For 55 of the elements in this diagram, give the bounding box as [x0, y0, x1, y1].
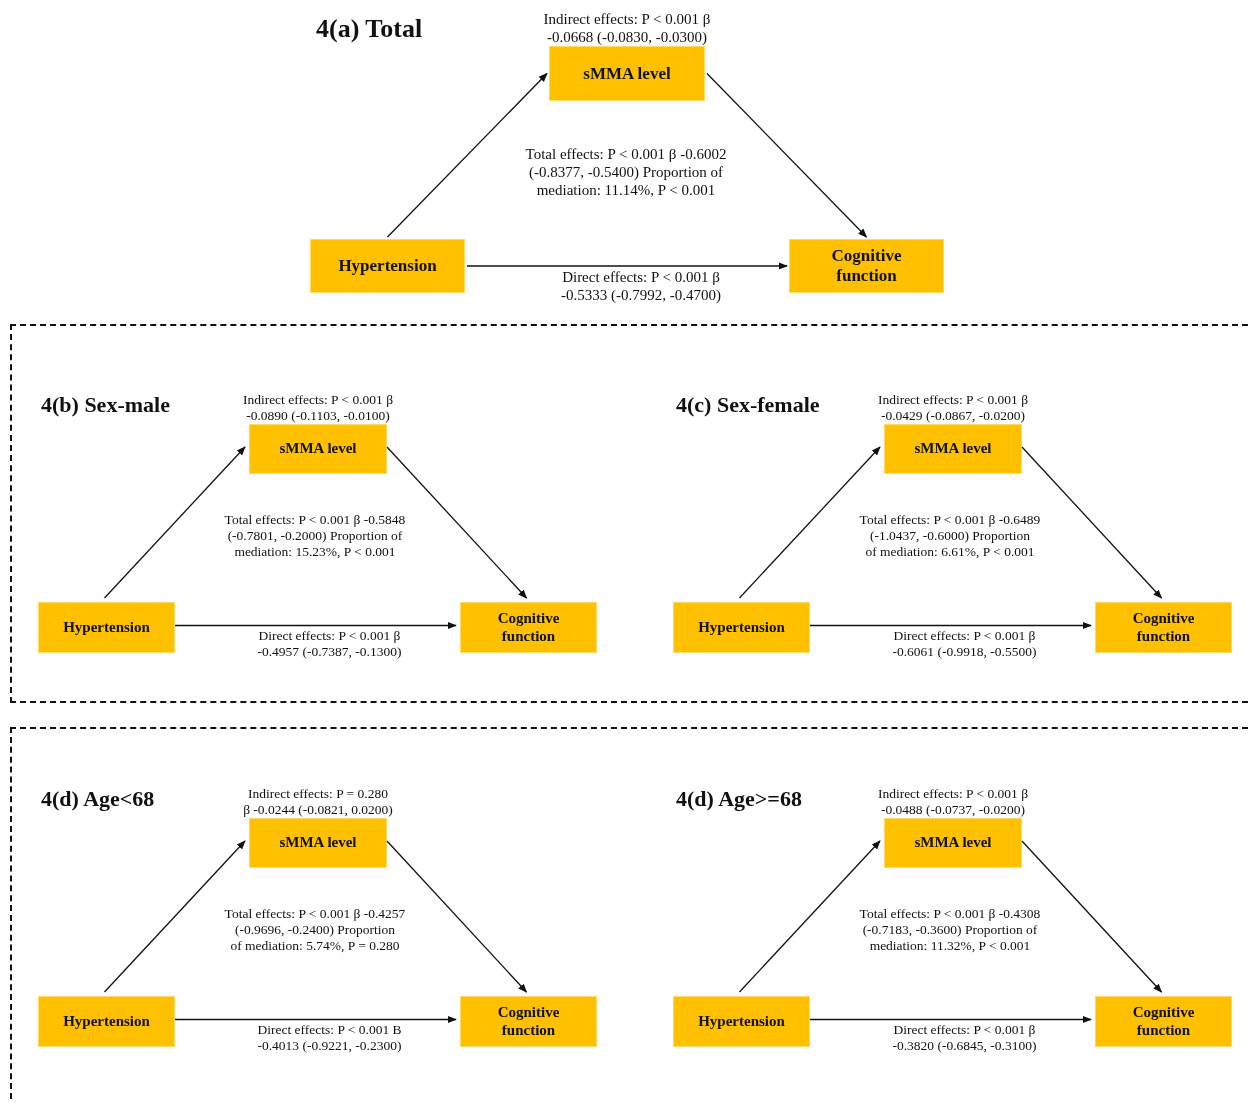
arrow — [1021, 840, 1163, 993]
arrow — [809, 621, 1092, 630]
box-label: Cognitive function — [830, 246, 903, 286]
arrow — [386, 840, 528, 993]
effect-label: Indirect effects: P < 0.001 β -0.0668 (-0.0830, -0.0300) — [542, 10, 712, 46]
effect-summary: Total effects: P < 0.001 β -0.5848 (-0.7801, -0.2000) Proportion of mediation: 15.23%, P < 0.001 — [223, 512, 407, 561]
arrow — [386, 72, 548, 238]
arrow — [1021, 446, 1163, 599]
box-label: Cognitive function — [1131, 1004, 1196, 1039]
panel-title: 4(b) Sex-male — [41, 392, 170, 418]
arrow — [103, 446, 246, 599]
panel-title: 4(a) Total — [316, 14, 423, 44]
arrow — [466, 262, 788, 270]
variable-box — [789, 239, 944, 293]
panel-title: 4(c) Sex-female — [676, 392, 820, 418]
box-label: Cognitive function — [1131, 610, 1196, 645]
variable-box — [673, 996, 810, 1047]
effect-summary: Total effects: P < 0.001 β -0.6489 (-1.0437, -0.6000) Proportion of mediation: 6.61%, P < 0.001 — [858, 512, 1042, 561]
box-label: Hypertension — [698, 618, 785, 637]
variable-box — [38, 996, 175, 1047]
variable-box — [38, 602, 175, 653]
arrow — [386, 446, 528, 599]
arrow — [174, 621, 457, 630]
variable-box — [1095, 602, 1232, 653]
effect-label: Indirect effects: P = 0.280 β -0.0244 (-0.0821, 0.0200) — [242, 785, 394, 818]
box-label: sMMA level — [279, 834, 357, 852]
effect-label: Indirect effects: P < 0.001 β -0.0890 (-0.1103, -0.0100) — [241, 391, 395, 424]
arrow — [706, 72, 868, 238]
effect-summary: Total effects: P < 0.001 β -0.6002 (-0.8377, -0.5400) Proportion of mediation: 11.14%, P < 0.001 — [524, 145, 728, 199]
box-label: Cognitive function — [496, 1004, 561, 1039]
arrow — [103, 840, 246, 993]
box-label: Hypertension — [338, 256, 437, 276]
box-label: sMMA level — [914, 440, 992, 458]
variable-box — [460, 602, 597, 653]
box-label: Hypertension — [63, 618, 150, 637]
box-label: Hypertension — [698, 1012, 785, 1031]
effect-summary: Total effects: P < 0.001 β -0.4308 (-0.7183, -0.3600) Proportion of mediation: 11.32%, P < 0.001 — [858, 906, 1042, 955]
variable-box — [673, 602, 810, 653]
box-label: sMMA level — [279, 440, 357, 458]
box-label: sMMA level — [914, 834, 992, 852]
arrow — [738, 446, 881, 599]
panel-title: 4(d) Age<68 — [41, 786, 155, 812]
effect-summary: Total effects: P < 0.001 β -0.4257 (-0.9696, -0.2400) Proportion of mediation: 5.74%, P = 0.280 — [223, 906, 407, 955]
panel-title: 4(d) Age>=68 — [676, 786, 802, 812]
variable-box — [310, 239, 465, 293]
arrow — [174, 1015, 457, 1024]
arrow — [738, 840, 881, 993]
arrow — [809, 1015, 1092, 1024]
box-label: Hypertension — [63, 1012, 150, 1031]
variable-box — [460, 996, 597, 1047]
box-label: sMMA level — [583, 63, 671, 84]
effect-label: Indirect effects: P < 0.001 β -0.0429 (-0.0867, -0.0200) — [876, 391, 1030, 424]
variable-box — [1095, 996, 1232, 1047]
box-label: Cognitive function — [496, 610, 561, 645]
effect-label: Indirect effects: P < 0.001 β -0.0488 (-0.0737, -0.0200) — [876, 785, 1030, 818]
